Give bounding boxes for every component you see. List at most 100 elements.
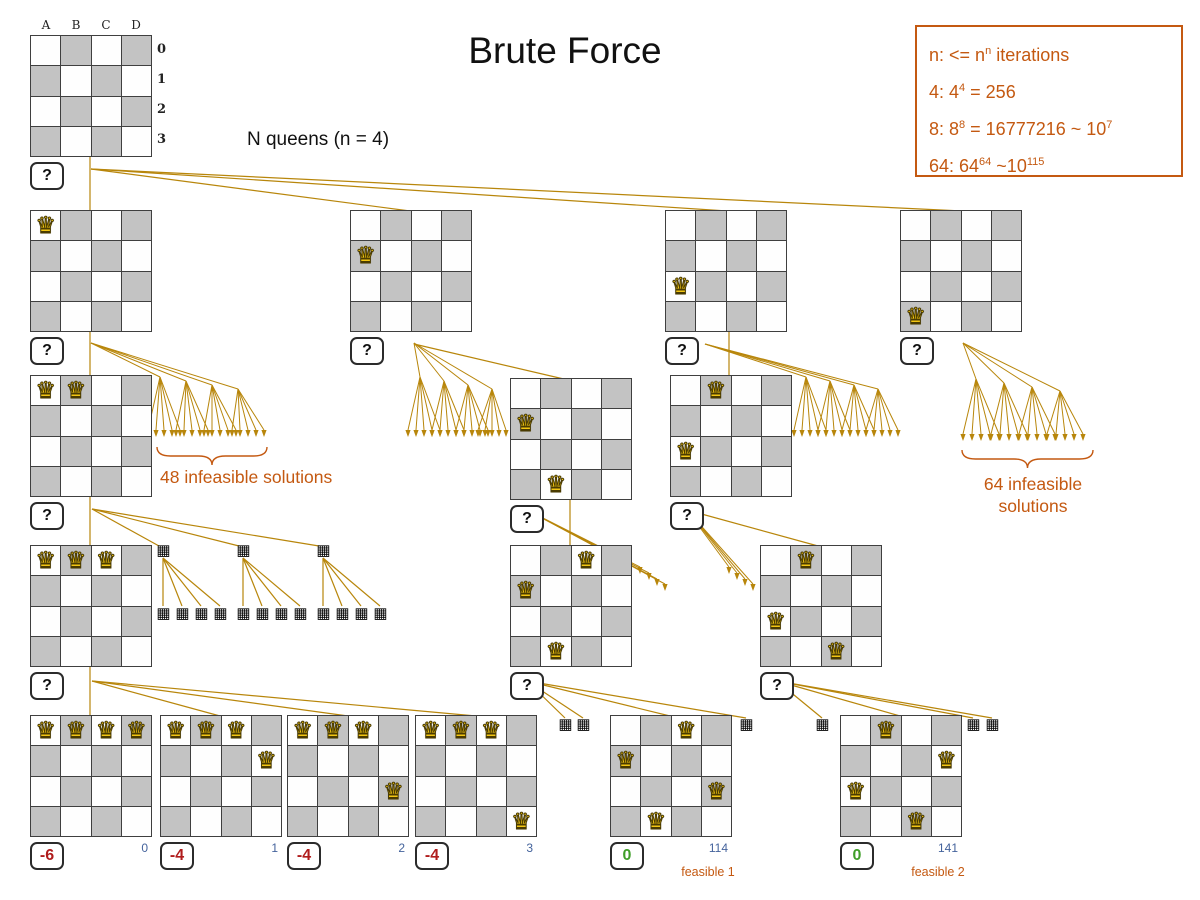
board-cell [571,636,601,666]
board-cell [191,746,221,776]
queen-icon: ♛ [795,547,817,574]
info-line-3: 64: 6464 ~10115 [929,156,1045,176]
board-cell [351,271,381,301]
pruned-board-icon: ▦ [576,716,591,733]
board-cell [121,466,151,496]
board-cell [288,776,318,806]
board-cell [121,36,151,66]
queen-icon: ♛ [65,547,87,574]
board-cell [31,776,61,806]
board-cell [696,241,726,271]
pruned-board-icon: ▦ [558,716,573,733]
board-cell [31,36,61,66]
board-cell [961,211,991,241]
board-cell [506,716,536,746]
board-cell [541,576,571,606]
board-cell [161,776,191,806]
board-cell [161,806,191,836]
infeasible-64-line2: solutions [998,496,1068,516]
board-cell [221,746,251,776]
board-cell [511,469,541,499]
row-label-2: 2 [157,102,167,117]
board-cell [601,546,631,576]
page-title: Brute Force [468,30,662,71]
board-cell [121,806,151,836]
queen-icon: ♛ [195,717,217,744]
board-cell [381,301,411,331]
score-badge: 0 [610,842,644,870]
board-sol2: ♛♛♛♛ [287,715,409,837]
board-cell [601,636,631,666]
board-cell [666,301,696,331]
board-cell [416,806,446,836]
board-cell: ♛ [31,211,61,241]
queen-icon: ♛ [765,607,787,634]
board-cell [671,466,701,496]
board-cell [31,241,61,271]
board-cell [506,776,536,806]
queen-icon: ♛ [845,777,867,804]
board-cell [901,211,931,241]
board-cell [671,806,701,836]
board-cell [991,271,1021,301]
board-cell [91,776,121,806]
board-cell [411,271,441,301]
board-cell: ♛ [91,716,121,746]
queen-icon: ♛ [515,410,537,437]
board-cell [31,66,61,96]
board-cell [731,466,761,496]
board-cell: ♛ [476,716,506,746]
infeasible-48-label: 48 infeasible solutions [160,467,333,487]
board-cell [31,301,61,331]
row-label-0: 0 [157,42,167,57]
board-cell [541,379,571,409]
board-cell [671,746,701,776]
board-cell [991,211,1021,241]
board-cell [761,376,791,406]
queen-icon: ♛ [450,717,472,744]
board-cell [318,746,348,776]
board-cell [61,301,91,331]
board-cell [791,606,821,636]
board-cell [161,746,191,776]
infeasible-64-line1: 64 infeasible [983,474,1083,494]
pruned-board-icon: ▦ [739,716,754,733]
board-cell [416,776,446,806]
queen-icon: ♛ [545,637,567,664]
board-cell [441,271,471,301]
board-sol114: ♛♛♛♛ [610,715,732,837]
board-cell [251,716,281,746]
board-sol0: ♛♛♛♛ [30,715,152,837]
board-cell [991,301,1021,331]
board-cell [31,271,61,301]
board-cell: ♛ [571,546,601,576]
queen-icon: ♛ [35,717,57,744]
queen-icon: ♛ [256,747,278,774]
board-cell [756,241,786,271]
board-cell [671,376,701,406]
board-cell: ♛ [121,716,151,746]
board-cell: ♛ [701,376,731,406]
board-cell: ♛ [351,241,381,271]
board-cell: ♛ [671,436,701,466]
feasible-label: feasible 2 [911,865,965,879]
board-cell [851,636,881,666]
queen-icon: ♛ [515,577,537,604]
board-cell [121,746,151,776]
queen-icon: ♛ [511,807,533,834]
board-cell [671,406,701,436]
feasible-label: feasible 1 [681,865,735,879]
board-cell [511,379,541,409]
board-cell: ♛ [871,716,901,746]
board-cell [851,546,881,576]
board-cell [121,436,151,466]
board-cell [91,636,121,666]
queen-icon: ♛ [705,377,727,404]
board-cell [121,301,151,331]
board-cell [601,439,631,469]
board-cell [931,716,961,746]
board-cell [611,716,641,746]
question-badge: ? [30,502,64,530]
board-cell [506,746,536,776]
board-sol1: ♛♛♛♛ [160,715,282,837]
